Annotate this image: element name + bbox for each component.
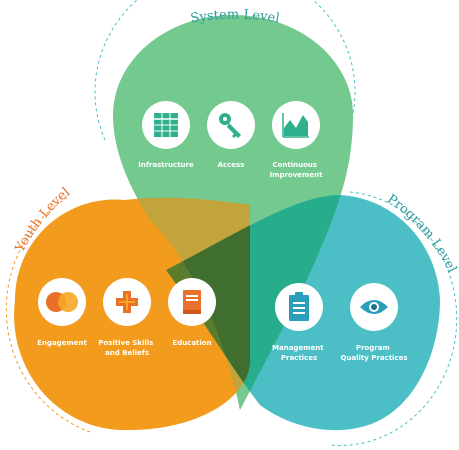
table-icon [154,113,178,137]
youth-item-engagement: Engagement [37,278,87,347]
item-label: Positive Skills and Beliefs [98,339,156,357]
program-dashed-arc [329,191,458,446]
key-icon [219,113,241,138]
youth-item-education: Education [168,278,216,347]
item-label: Engagement [37,339,87,347]
plus-cross-icon [116,291,138,313]
item-label: Management Practices [272,344,326,362]
program-item-quality-practices: Program Quality Practices [340,283,408,362]
system-level-title: System Level [189,7,280,26]
system-item-access: Access [207,101,255,169]
system-item-infrastructure: Infrastructure [138,101,194,169]
youth-dashed-arc [5,195,91,433]
youth-item-positive-skills: Positive Skills and Beliefs [98,278,156,357]
item-label: Continuous Improvement [270,161,324,179]
item-label: Program Quality Practices [340,344,407,362]
item-label: Education [172,339,211,347]
system-item-continuous-improvement: Continuous Improvement [270,101,324,179]
clipboard-icon [289,292,309,321]
line-chart-icon [282,113,309,138]
overlapping-circles-icon [46,292,78,312]
item-label: Access [218,161,245,169]
program-item-management-practices: Management Practices [272,283,326,362]
book-icon [183,290,201,314]
item-label: Infrastructure [138,161,194,169]
eye-icon [360,300,388,314]
